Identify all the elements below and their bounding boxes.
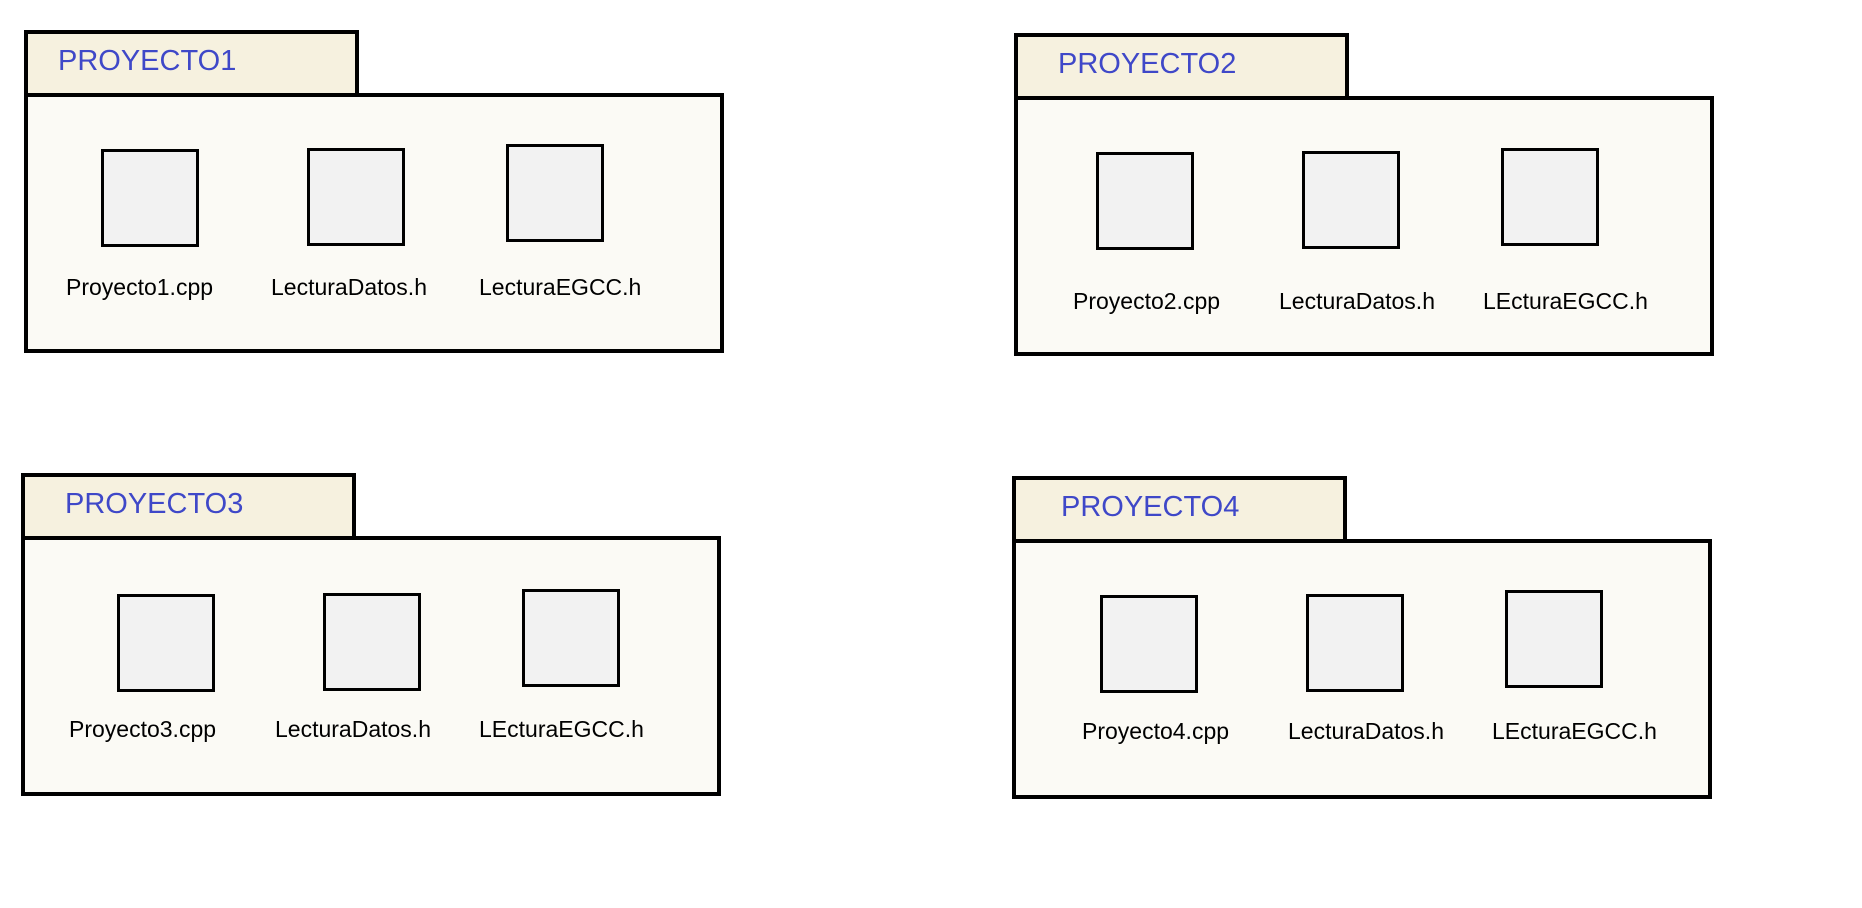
file-label: Proyecto2.cpp (1073, 288, 1221, 314)
file-label: Proyecto1.cpp (66, 274, 214, 300)
file-label: LEcturaEGCC.h (1483, 288, 1648, 314)
file-label: Proyecto3.cpp (69, 716, 217, 742)
package-body: Proyecto4.cpp LecturaDatos.h LEcturaEGCC… (1012, 539, 1712, 799)
package-title: PROYECTO2 (1058, 48, 1237, 80)
file-icon (522, 589, 620, 687)
file-label: LecturaDatos.h (271, 274, 427, 300)
file-icon (101, 149, 199, 247)
file-label: LecturaDatos.h (275, 716, 431, 742)
file-label: Proyecto4.cpp (1082, 718, 1230, 744)
package-title: PROYECTO3 (65, 488, 244, 520)
package-body: Proyecto3.cpp LecturaDatos.h LEcturaEGCC… (21, 536, 721, 796)
file-label: LecturaDatos.h (1279, 288, 1435, 314)
file-icon (1505, 590, 1603, 688)
package-tab (24, 30, 359, 93)
file-icon (307, 148, 405, 246)
package-tab (1014, 33, 1349, 96)
file-label: LecturaDatos.h (1288, 718, 1444, 744)
file-icon (506, 144, 604, 242)
file-icon (1302, 151, 1400, 249)
package-body: Proyecto2.cpp LecturaDatos.h LEcturaEGCC… (1014, 96, 1714, 356)
package-tab (1012, 476, 1347, 539)
file-label: LEcturaEGCC.h (1492, 718, 1657, 744)
file-icon (1501, 148, 1599, 246)
package-title: PROYECTO1 (58, 45, 237, 77)
file-label: LecturaEGCC.h (479, 274, 642, 300)
file-icon (1306, 594, 1404, 692)
file-icon (1096, 152, 1194, 250)
package-title: PROYECTO4 (1061, 491, 1240, 523)
file-label: LEcturaEGCC.h (479, 716, 644, 742)
file-icon (323, 593, 421, 691)
file-icon (117, 594, 215, 692)
file-icon (1100, 595, 1198, 693)
package-tab (21, 473, 356, 536)
package-body: Proyecto1.cpp LecturaDatos.h LecturaEGCC… (24, 93, 724, 353)
